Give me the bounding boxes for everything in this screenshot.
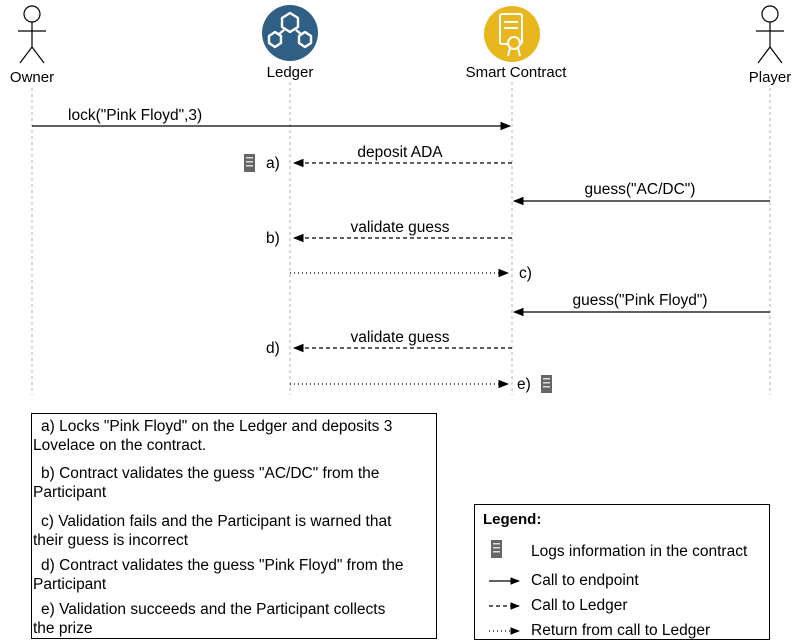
owner-label: Owner (10, 69, 54, 86)
legend-log-label: Logs information in the contract (531, 543, 748, 560)
contract-icon (484, 6, 540, 62)
owner-actor-icon (18, 5, 46, 64)
ledger-label: Ledger (267, 64, 314, 81)
player-actor-icon (756, 5, 784, 64)
note-c: c) Validation fails and the Participant … (33, 512, 391, 550)
note-line: Lovelace on the contract. (33, 437, 207, 454)
log-icon (244, 154, 255, 172)
player-label: Player (749, 69, 792, 86)
message-tag: d) (266, 340, 280, 357)
legend-symbols (489, 540, 520, 635)
message-tag: c) (519, 265, 532, 282)
note-line: their guess is incorrect (33, 532, 189, 549)
note-line: b) Contract validates the guess "AC/DC" … (41, 465, 380, 482)
message-label: guess("AC/DC") (585, 181, 696, 198)
note-a: a) Locks "Pink Floyd" on the Ledger and … (33, 417, 392, 455)
log-icon (541, 375, 552, 393)
message-label: deposit ADA (357, 144, 443, 161)
note-line: the prize (33, 620, 93, 637)
log-icon (491, 540, 502, 558)
legend-ledger-call-label: Call to Ledger (531, 597, 628, 614)
legend-call-label: Call to endpoint (531, 572, 639, 589)
message-label: lock("Pink Floyd",3) (68, 107, 202, 124)
note-line: d) Contract validates the guess "Pink Fl… (41, 557, 404, 574)
smart-contract-label: Smart Contract (466, 64, 568, 81)
message-tag: a) (266, 155, 280, 172)
notes-box: a) Locks "Pink Floyd" on the Ledger and … (31, 413, 437, 639)
legend-ledger-return-label: Return from call to Ledger (531, 622, 711, 639)
message-label: validate guess (350, 219, 449, 236)
note-line: Participant (33, 576, 107, 593)
message-tag: e) (517, 376, 531, 393)
note-line: c) Validation fails and the Participant … (41, 513, 392, 530)
note-d: d) Contract validates the guess "Pink Fl… (33, 556, 404, 594)
legend-box: Legend: Logs information in the contract… (474, 504, 770, 640)
legend-title: Legend: (483, 511, 542, 528)
diagram-canvas: Owner Player Ledger Smart Contra (10, 5, 792, 395)
note-e: e) Validation succeeds and the Participa… (33, 600, 385, 638)
message-label: guess("Pink Floyd") (572, 292, 707, 309)
note-b: b) Contract validates the guess "AC/DC" … (33, 464, 379, 502)
message-label: validate guess (350, 329, 449, 346)
note-line: e) Validation succeeds and the Participa… (41, 601, 386, 618)
ledger-icon (262, 5, 318, 61)
note-line: Participant (33, 484, 107, 501)
message-tag: b) (266, 230, 280, 247)
note-line: a) Locks "Pink Floyd" on the Ledger and … (41, 418, 393, 435)
